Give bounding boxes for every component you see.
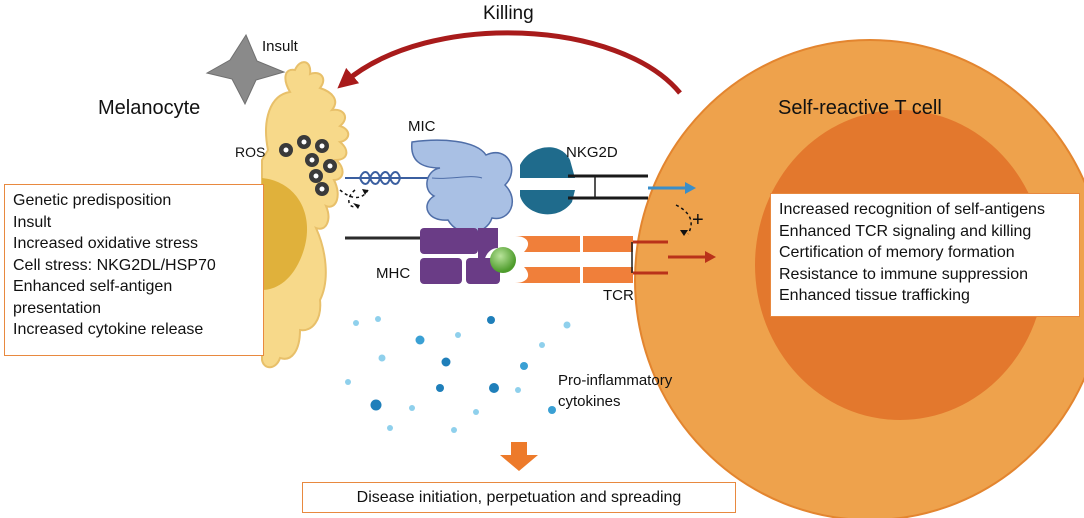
right-box-item: Increased recognition of self-antigens	[779, 201, 1045, 218]
insult-label: Insult	[262, 38, 299, 55]
plus-sign: +	[692, 209, 704, 231]
ros-label: ROS	[235, 144, 265, 160]
left-box-item: Increased oxidative stress	[13, 235, 198, 252]
nkg2d-receptor	[520, 147, 696, 215]
activation-curve	[675, 204, 692, 235]
down-arrow-icon	[500, 442, 538, 471]
right-box-item: Enhanced TCR signaling and killing	[779, 222, 1032, 240]
right-box-item: Enhanced tissue trafficking	[779, 287, 970, 304]
left-box-item: Enhanced self-antigen presentation	[13, 278, 173, 317]
antigen-ball	[490, 247, 516, 273]
killing-label: Killing	[483, 3, 534, 24]
tcr-label: TCR	[603, 287, 634, 304]
tcr-receptor	[515, 236, 716, 283]
outcome-text: Disease initiation, perpetuation and spr…	[356, 489, 682, 506]
cytokines-label-line2: cytokines	[558, 393, 621, 410]
left-box-item: Insult	[13, 213, 52, 231]
right-box-item: Resistance to immune suppression	[779, 265, 1029, 283]
cytokine-dots	[345, 316, 571, 433]
activation-arrowhead	[680, 230, 688, 236]
outcome-box: Disease initiation, perpetuation and spr…	[302, 482, 736, 513]
mic-label: MIC	[408, 118, 436, 135]
left-box-item: Cell stress: NKG2DL/HSP70	[13, 256, 216, 274]
mic-molecule	[345, 139, 513, 234]
mhc-molecule	[345, 228, 500, 284]
melanocyte-title: Melanocyte	[98, 97, 201, 119]
left-box-item: Increased cytokine release	[13, 321, 204, 338]
right-box-item: Certification of memory formation	[779, 244, 1015, 261]
melanocyte-factors-box: Genetic predisposition Insult Increased …	[4, 184, 264, 356]
mhc-label: MHC	[376, 265, 410, 282]
t-cell-effects-box: Increased recognition of self-antigens E…	[770, 193, 1080, 317]
insult-star-icon	[205, 33, 286, 106]
cytokines-label-line1: Pro-inflammatory	[558, 372, 673, 389]
ros-granules	[279, 135, 337, 196]
left-box-item: Genetic predisposition	[13, 192, 172, 209]
t-cell-title: Self-reactive T cell	[778, 97, 942, 119]
melanocyte-cell	[261, 61, 369, 369]
nkg2d-label: NKG2D	[566, 144, 618, 161]
killing-arrow	[337, 30, 682, 95]
